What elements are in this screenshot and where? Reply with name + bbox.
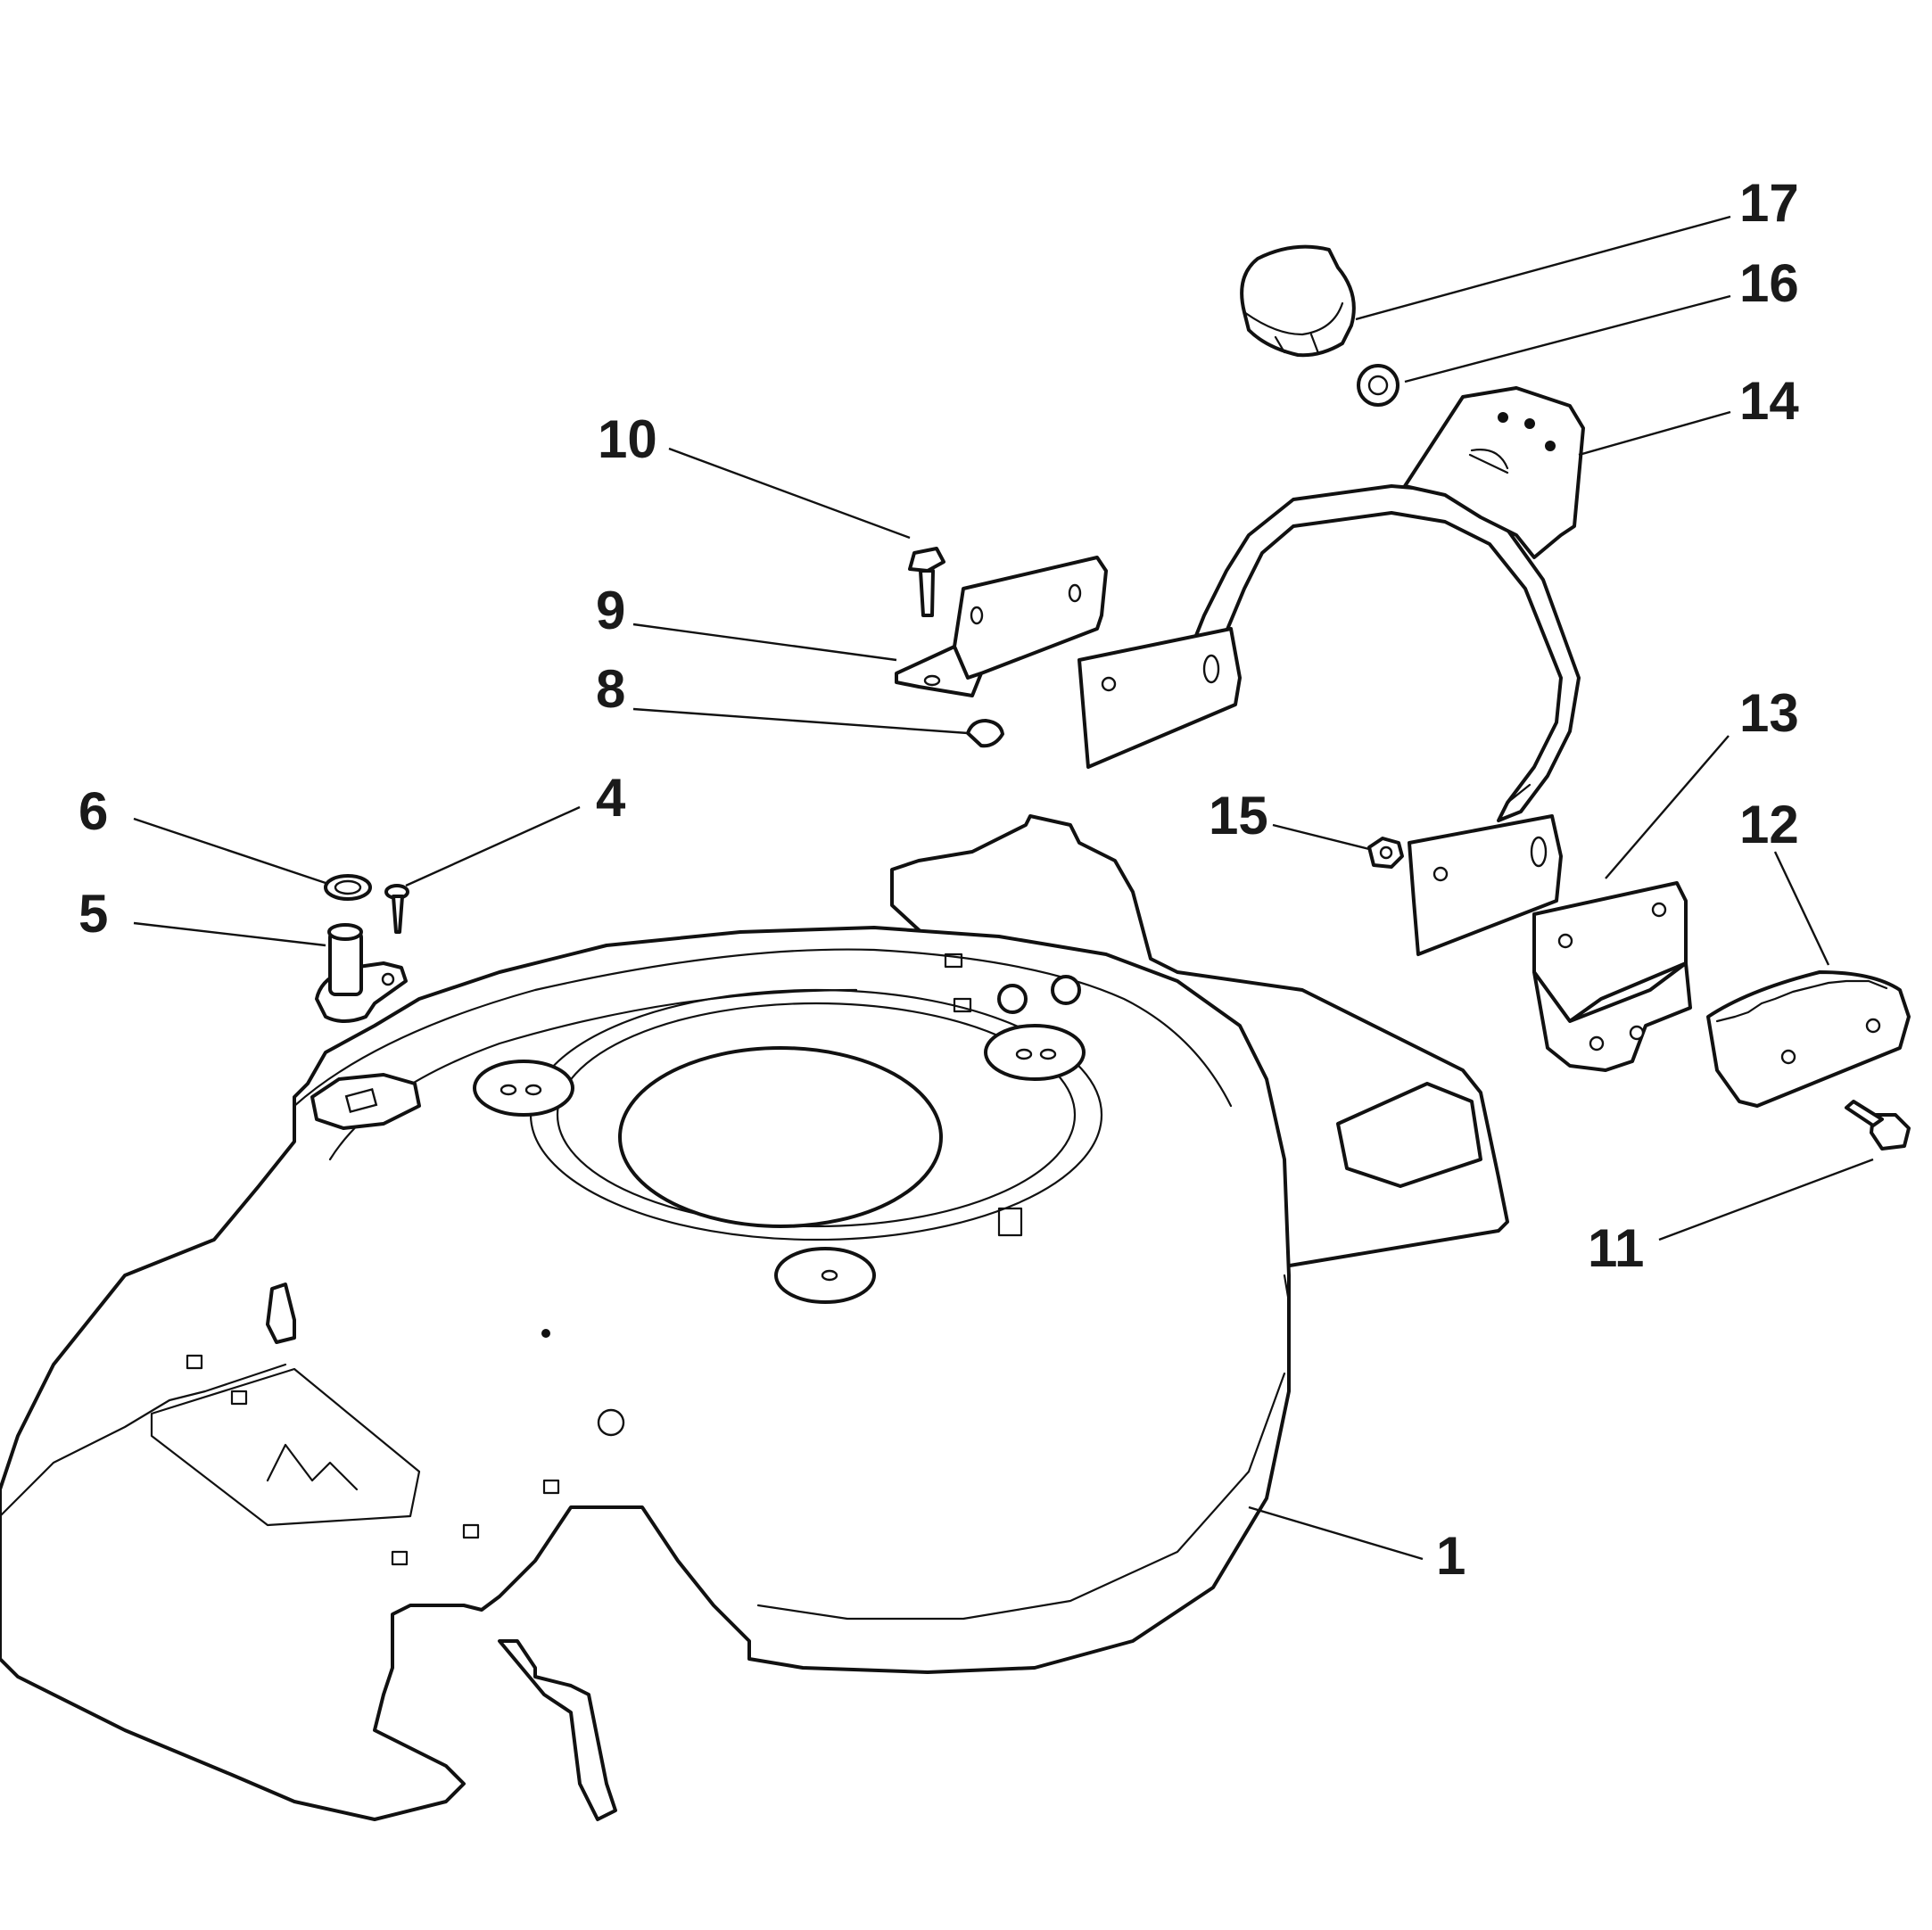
callout-1: 1 <box>1436 1526 1466 1586</box>
part-10-bolt <box>908 547 945 617</box>
callout-9: 9 <box>596 581 625 640</box>
callout-8: 8 <box>596 659 625 719</box>
part-15-nut <box>1367 837 1404 869</box>
leader-17 <box>1355 215 1731 321</box>
part-6-o-ring <box>324 874 372 901</box>
leader-13 <box>1605 735 1730 879</box>
leader-8 <box>632 707 969 735</box>
callout-11: 11 <box>1588 1218 1644 1278</box>
leader-5 <box>133 921 326 947</box>
part-12-height-adjust-plate <box>1706 970 1911 1108</box>
callout-14: 14 <box>1739 371 1799 431</box>
part-13-mounting-bracket <box>1532 881 1692 1072</box>
leader-4 <box>405 805 581 887</box>
part-17-knob <box>1240 244 1356 358</box>
part-5-pivot-fitting <box>315 923 408 1023</box>
leader-14 <box>1578 410 1731 457</box>
leader-6 <box>133 817 326 885</box>
callout-5: 5 <box>78 884 108 944</box>
callout-4: 4 <box>596 768 626 828</box>
callout-6: 6 <box>78 781 108 841</box>
callout-10: 10 <box>598 409 657 469</box>
part-4-screw <box>384 884 409 934</box>
leader-15 <box>1272 823 1370 851</box>
callout-15: 15 <box>1209 786 1268 845</box>
part-8-nut <box>966 719 1004 748</box>
callout-17: 17 <box>1739 173 1799 233</box>
leader-16 <box>1404 294 1731 384</box>
part-9-bracket <box>895 556 1108 697</box>
callout-13: 13 <box>1739 683 1799 743</box>
part-1-mower-deck <box>0 814 1509 1821</box>
callout-16: 16 <box>1739 253 1799 313</box>
leader-10 <box>668 447 911 540</box>
leader-1 <box>1248 1505 1424 1561</box>
part-16-washer <box>1357 364 1399 407</box>
part-11-bolt <box>1845 1100 1911 1151</box>
leader-lines <box>133 215 1874 1561</box>
leader-11 <box>1658 1158 1874 1241</box>
part-14-handle-frame <box>1077 386 1585 956</box>
callout-12: 12 <box>1739 795 1799 854</box>
callout-labels: 17 16 14 10 9 8 13 6 4 15 12 5 11 1 <box>78 173 1799 1586</box>
leader-12 <box>1773 851 1830 966</box>
leader-9 <box>632 623 897 662</box>
